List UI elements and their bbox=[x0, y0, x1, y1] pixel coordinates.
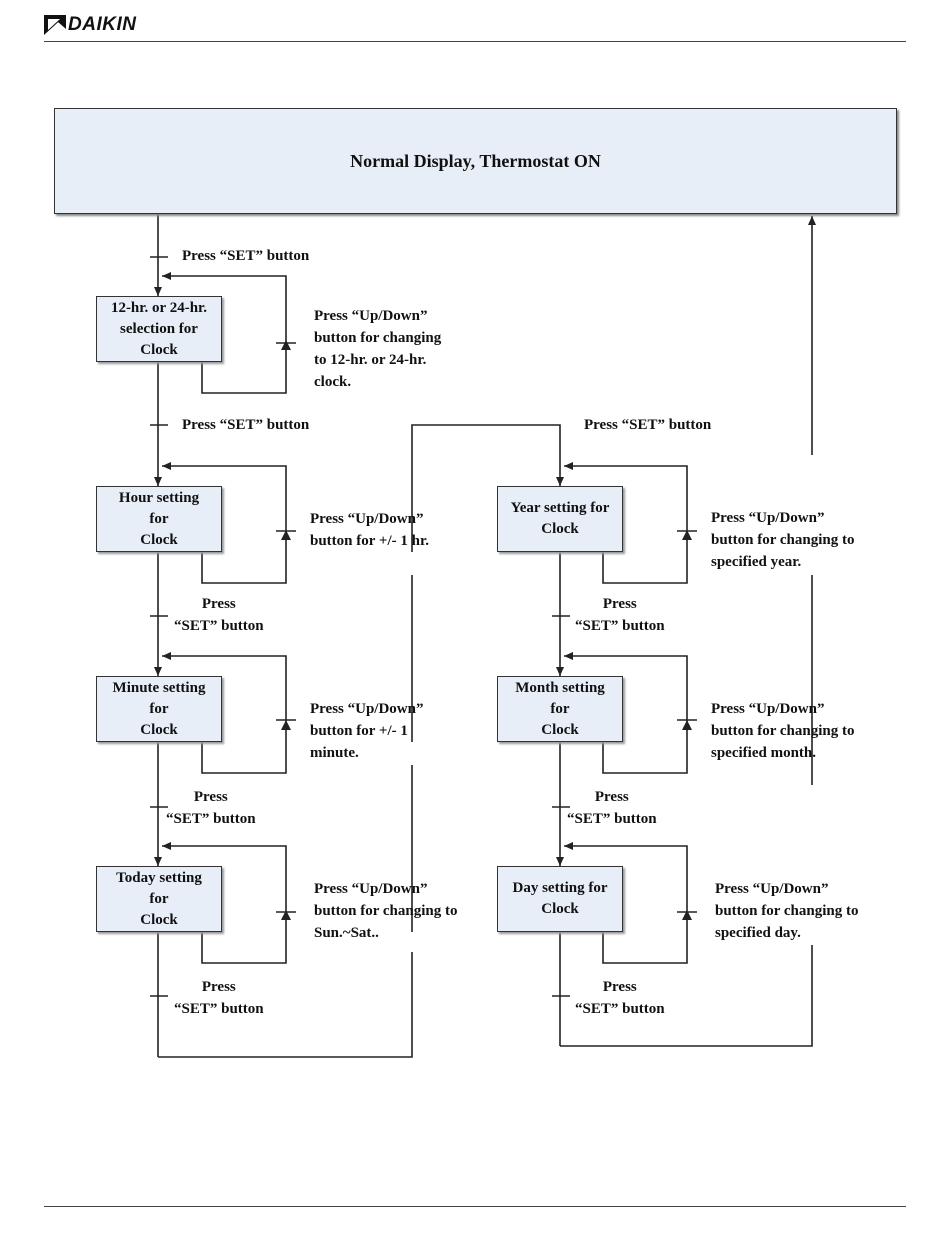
loop-arrowhead-day bbox=[682, 910, 692, 920]
loop-hour bbox=[162, 462, 287, 584]
loop-1224 bbox=[162, 272, 287, 394]
loop-day bbox=[564, 842, 688, 964]
daikin-triangle-icon bbox=[44, 15, 66, 35]
label-press-set-right-top: Press “SET” button bbox=[584, 417, 712, 433]
label-press-set-6: Press “SET” button bbox=[575, 596, 665, 634]
loop-arrowhead-year bbox=[682, 530, 692, 540]
line-cross-bottom bbox=[158, 952, 413, 1058]
label-press-set-7: Press “SET” button bbox=[567, 789, 657, 827]
arrow-cross-to-year bbox=[411, 424, 564, 552]
label-press-set-8: Press “SET” button bbox=[575, 979, 665, 1017]
label-press-set-4: Press “SET” button bbox=[166, 789, 256, 827]
box-hour-setting: Hour setting for Clock bbox=[96, 486, 222, 552]
loop-arrowhead-hour bbox=[281, 530, 291, 540]
loop-arrowhead-1224 bbox=[281, 340, 291, 350]
loop-arrowhead-today bbox=[281, 910, 291, 920]
box-year-setting: Year setting for Clock bbox=[497, 486, 623, 552]
label-press-set-3: Press “SET” button bbox=[174, 596, 264, 634]
loop-minute bbox=[162, 652, 287, 774]
label-updown-day: Press “Up/Down” button for changing to s… bbox=[715, 881, 859, 941]
box-month-setting: Month setting for Clock bbox=[497, 676, 623, 742]
loop-month bbox=[564, 652, 688, 774]
label-updown-minute: Press “Up/Down” button for +/- 1 minute. bbox=[310, 701, 424, 761]
label-press-set-1: Press “SET” button bbox=[182, 248, 310, 264]
header-rule bbox=[44, 41, 906, 42]
label-press-set-2: Press “SET” button bbox=[182, 417, 310, 433]
loop-today bbox=[162, 842, 287, 964]
label-updown-hour: Press “Up/Down” button for +/- 1 hr. bbox=[310, 511, 429, 549]
line-return-bottom bbox=[560, 945, 813, 1047]
box-12-24-selection: 12-hr. or 24-hr. selection for Clock bbox=[96, 296, 222, 362]
box-minute-setting: Minute setting for Clock bbox=[96, 676, 222, 742]
loop-arrowhead-minute bbox=[281, 720, 291, 730]
box-day-setting: Day setting for Clock bbox=[497, 866, 623, 932]
loop-arrowhead-month bbox=[682, 720, 692, 730]
label-updown-month: Press “Up/Down” button for changing to s… bbox=[711, 701, 855, 761]
label-updown-year: Press “Up/Down” button for changing to s… bbox=[711, 510, 855, 570]
daikin-logo: DAIKIN bbox=[44, 13, 136, 37]
brand-name: DAIKIN bbox=[68, 14, 137, 35]
loop-year bbox=[564, 462, 688, 584]
normal-display-box: Normal Display, Thermostat ON bbox=[54, 108, 897, 214]
label-press-set-5: Press “SET” button bbox=[174, 979, 264, 1017]
box-today-setting: Today setting for Clock bbox=[96, 866, 222, 932]
footer-rule bbox=[44, 1206, 906, 1207]
label-updown-today: Press “Up/Down” button for changing to S… bbox=[314, 881, 458, 941]
label-updown-1224: Press “Up/Down” button for changing to 1… bbox=[314, 308, 442, 390]
